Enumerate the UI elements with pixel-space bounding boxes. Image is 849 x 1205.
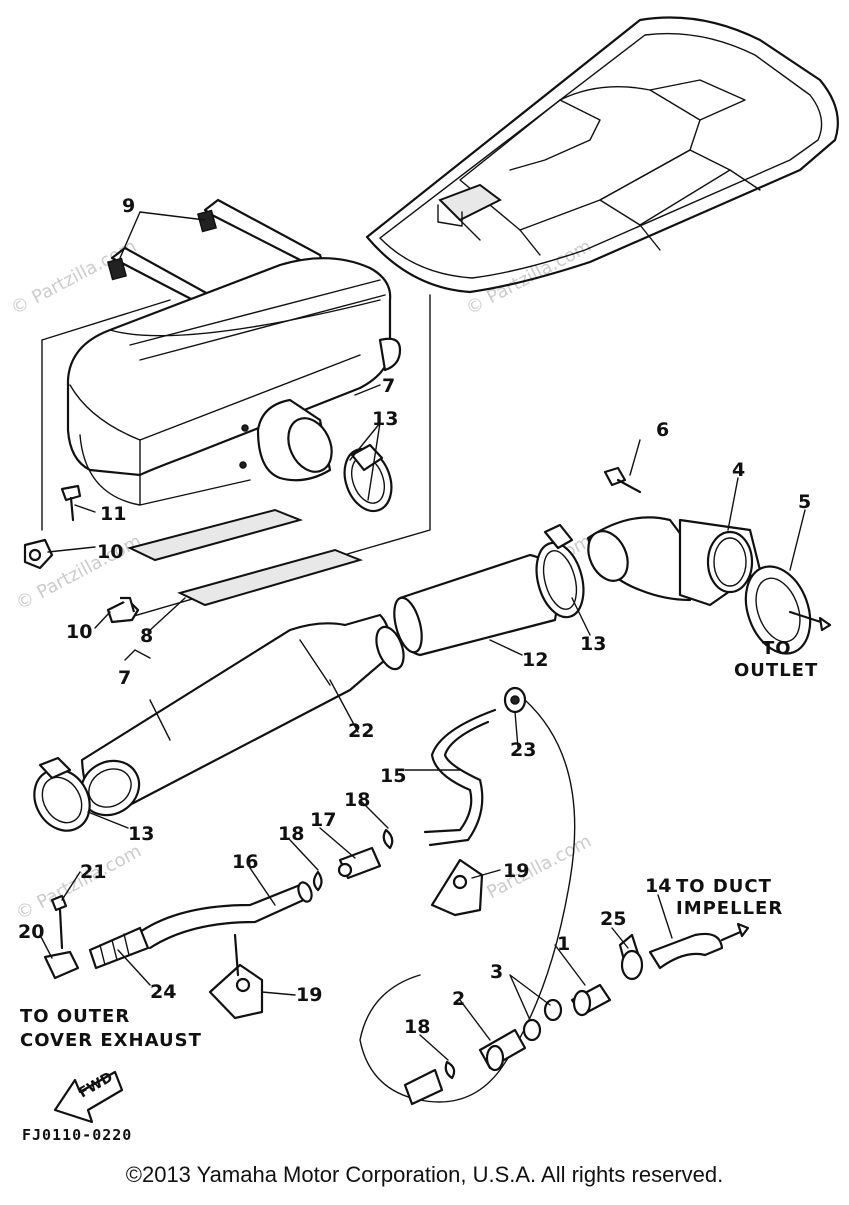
clips-and-bolt: [23, 484, 140, 624]
callout-6: 6: [656, 419, 669, 441]
leader-lines: [39, 211, 806, 1061]
note-to-outlet-1: TO: [762, 638, 792, 659]
drain-tube-loop: [359, 699, 576, 1103]
callout-23: 23: [510, 739, 536, 761]
cooling-hose-assembly: [208, 686, 527, 1020]
callout-18c: 18: [404, 1016, 430, 1038]
callout-15: 15: [380, 765, 406, 787]
fittings-17-18: [312, 828, 394, 892]
exhaust-hose-assembly: [43, 881, 313, 980]
callout-16: 16: [232, 851, 258, 873]
callout-10b: 10: [66, 621, 92, 643]
note-outer-cover-1: TO OUTER: [20, 1006, 130, 1027]
fwd-arrow: FWD: [53, 1069, 124, 1124]
note-to-duct-2: IMPELLER: [676, 898, 783, 919]
intake-duct: [79, 613, 405, 817]
note-to-duct-1: TO DUCT: [676, 876, 772, 897]
callout-5: 5: [798, 491, 811, 513]
watercraft-illustration: [365, 16, 839, 294]
callout-10: 10: [97, 541, 123, 563]
callout-9: 9: [122, 195, 135, 217]
air-box: [66, 257, 402, 506]
callout-13b: 13: [580, 633, 606, 655]
callout-25-alt: 25: [600, 908, 626, 930]
outlet-fittings: [403, 922, 750, 1106]
callout-13c: 13: [128, 823, 154, 845]
callout-11: 11: [100, 503, 126, 525]
callout-24: 24: [150, 981, 176, 1003]
lower-clamp: [33, 756, 91, 832]
airbox-outlet-and-clamp: [256, 398, 393, 513]
notes: TO OUTLET TO DUCT IMPELLER TO OUTER COVE…: [20, 638, 818, 1051]
callout-17: 17: [310, 809, 336, 831]
callout-7: 7: [382, 375, 395, 397]
note-outer-cover-2: COVER EXHAUST: [20, 1030, 202, 1051]
callout-21: 21: [80, 861, 106, 883]
callout-4: 4: [732, 459, 745, 481]
watermark: © Partzilla.com: [462, 236, 595, 320]
callout-20: 20: [18, 921, 44, 943]
copyright-notice: ©2013 Yamaha Motor Corporation, U.S.A. A…: [125, 1162, 724, 1187]
filter-pads: [127, 508, 364, 607]
callout-numbers: 1 2 3 4 5 6 7 7 8 9 10 10 11 12 13 13 13…: [18, 195, 811, 1038]
hose-elbow-assembly: [393, 466, 832, 657]
callout-13: 13: [372, 408, 398, 430]
callout-8: 8: [140, 625, 153, 647]
callout-22: 22: [348, 720, 374, 742]
callout-12: 12: [522, 649, 548, 671]
watermark: © Partzilla.com: [12, 841, 145, 925]
callout-2: 2: [452, 988, 465, 1010]
callout-19: 19: [503, 860, 529, 882]
callout-3: 3: [490, 961, 503, 983]
callout-7b: 7: [118, 667, 131, 689]
callout-18: 18: [344, 789, 370, 811]
callout-1: 1: [557, 933, 570, 955]
callout-19b: 19: [296, 984, 322, 1006]
note-to-outlet-2: OUTLET: [734, 660, 818, 681]
callout-18b: 18: [278, 823, 304, 845]
drawing-code: FJ0110-0220: [22, 1126, 133, 1144]
callout-14: 14: [645, 875, 671, 897]
